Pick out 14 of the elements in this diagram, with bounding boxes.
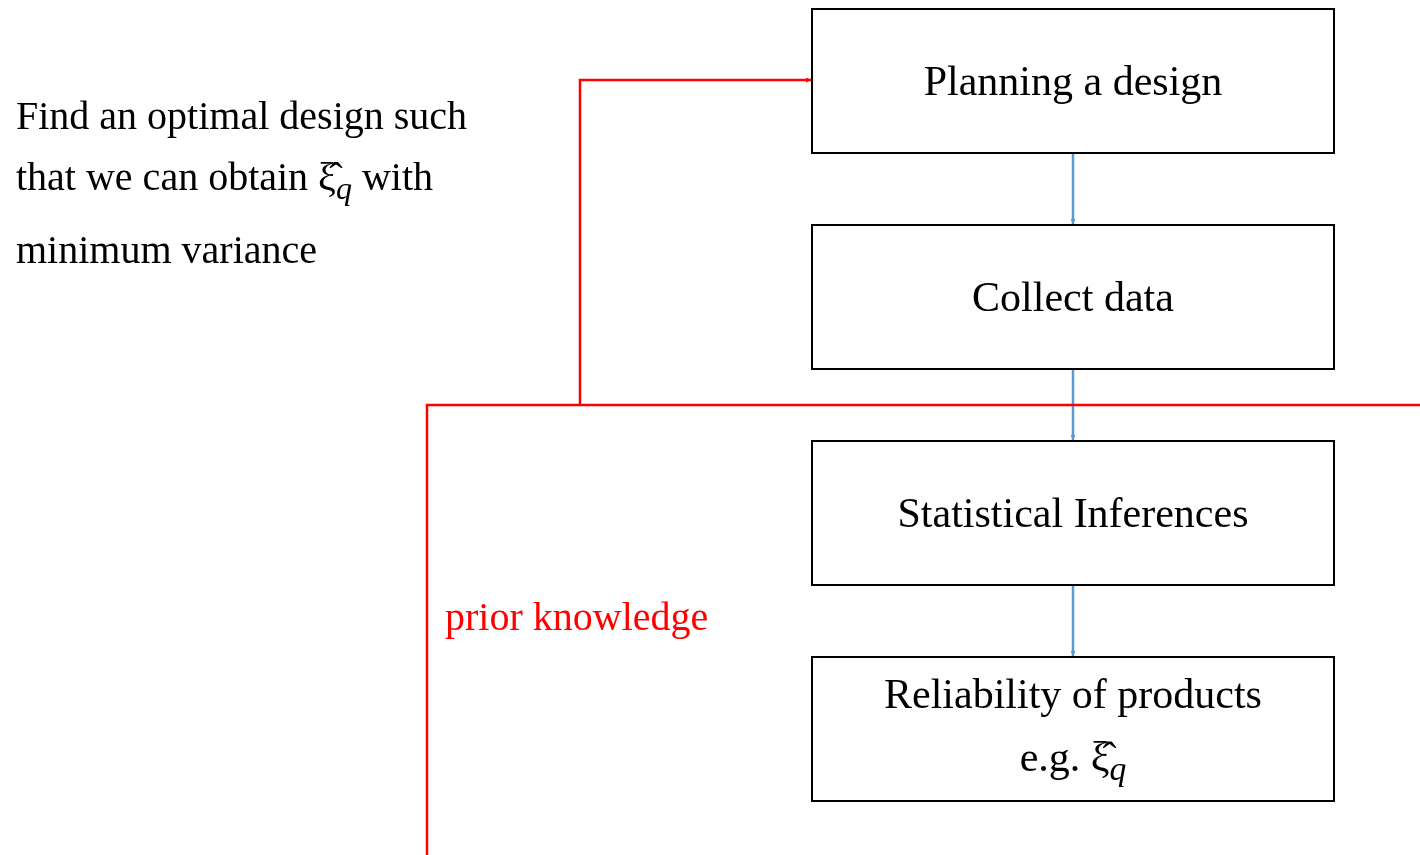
arrow: [1070, 586, 1076, 656]
arrow: [1070, 154, 1076, 224]
box-label: Collect data: [972, 272, 1174, 322]
edge-label: prior knowledge: [445, 593, 709, 640]
box-label: Planning a design: [923, 56, 1223, 106]
arrow: [425, 77, 1420, 855]
note-text: Find an optimal design such that we can obtain ξ̂$_{q}$ with minimum variance: [16, 92, 469, 274]
process-box: [811, 224, 1335, 370]
arrow: [1070, 370, 1076, 440]
box-label: Reliability of products e.g. ξ̂$_{q}$: [883, 670, 1263, 790]
box-label: Statistical Inferences: [897, 488, 1249, 538]
process-box: [811, 440, 1335, 586]
process-box: [811, 8, 1335, 154]
process-box: [811, 656, 1335, 802]
